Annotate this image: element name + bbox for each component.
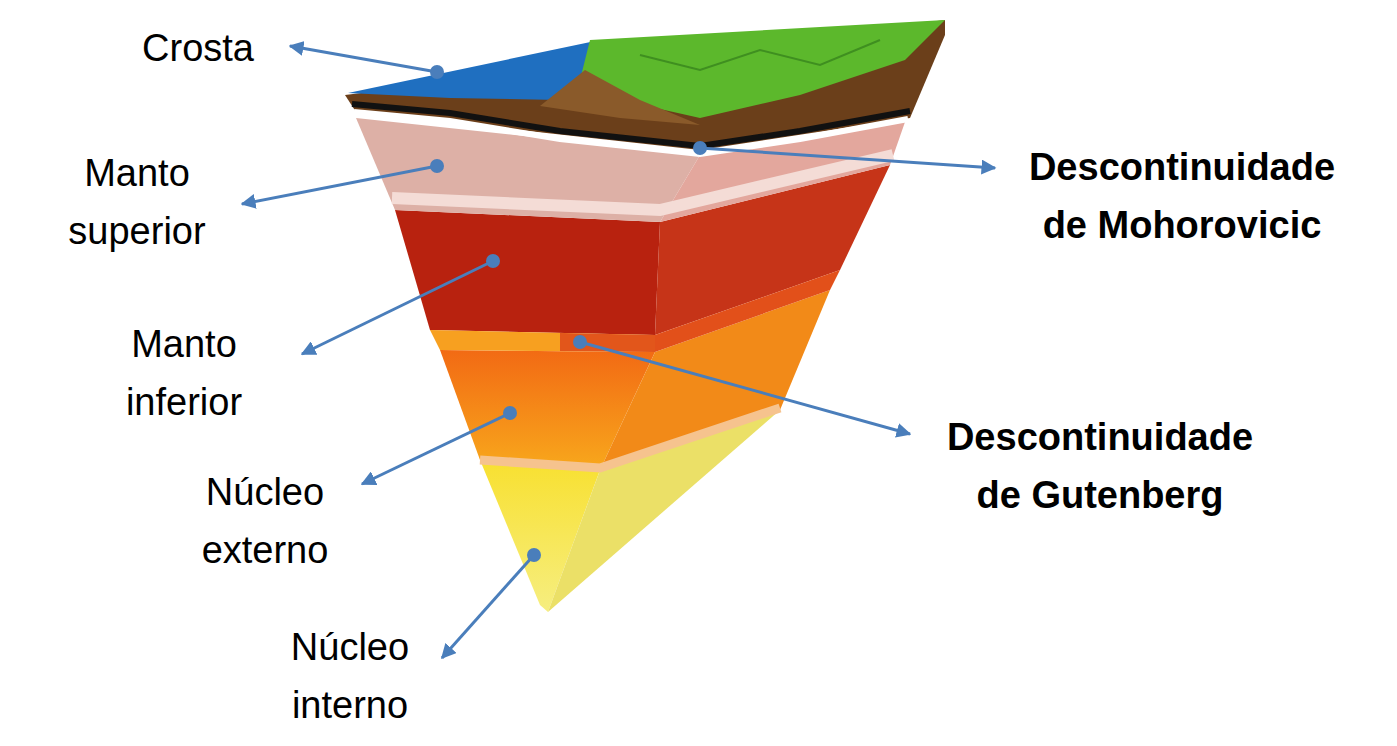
lower-mantle-left (395, 210, 660, 335)
leader-dot (527, 548, 541, 562)
land-relief (640, 40, 880, 70)
moho-white-band (354, 112, 908, 154)
gutenberg-band-right (655, 270, 840, 352)
layer-label: Crosta (98, 19, 298, 77)
leader-dot (573, 335, 587, 349)
layer-label: Núcleo externo (165, 463, 365, 579)
leader-line (580, 342, 910, 434)
leader-dots (430, 65, 707, 562)
leader-dot (430, 65, 444, 79)
boundary-label: Descontinuidade de Gutenberg (928, 408, 1273, 524)
leader-line (302, 261, 493, 354)
core-boundary (480, 408, 780, 468)
leader-line (290, 46, 437, 72)
gutenberg-band-left (430, 330, 655, 352)
leader-line (362, 413, 510, 484)
layer-label: Núcleo interno (250, 618, 450, 734)
leader-line (700, 148, 995, 168)
moho-line (352, 104, 910, 146)
leader-lines (242, 46, 995, 658)
leader-line (242, 166, 437, 204)
layer-label: Manto inferior (84, 315, 284, 431)
layer-label: Manto superior (37, 144, 237, 260)
leader-line (442, 555, 534, 658)
upper-mantle-stripe (392, 155, 893, 210)
leader-dot (503, 406, 517, 420)
leader-dot (693, 141, 707, 155)
leader-dot (486, 254, 500, 268)
boundary-label: Descontinuidade de Mohorovicic (1010, 138, 1355, 254)
leader-dot (430, 159, 444, 173)
mountain (540, 70, 700, 125)
